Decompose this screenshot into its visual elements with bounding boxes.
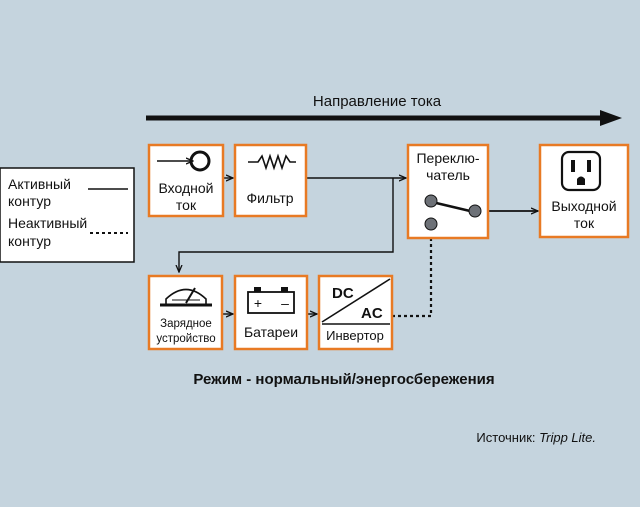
legend: Активный контур Неактивный контур: [0, 167, 135, 263]
connector-filter-charger: [179, 178, 394, 272]
filter-label: Фильтр: [246, 190, 293, 206]
switch-contact-icon: [431, 200, 471, 213]
flow-direction-label: Направление тока: [313, 93, 442, 110]
switch-terminal-icon: [424, 217, 438, 231]
block-output: Выходной ток: [538, 143, 630, 239]
block-charger: Зарядное устройство: [147, 274, 224, 351]
switch-label-2: чатель: [426, 167, 470, 183]
output-label-2: ток: [574, 215, 595, 231]
charger-gauge-icon: [165, 288, 207, 306]
source-credit: Источник: Tripp Lite.: [476, 430, 596, 445]
inverter-ac-label: AC: [361, 305, 383, 322]
battery-minus-sign: –: [281, 295, 289, 311]
mode-caption: Режим - нормальный/энергосбережения: [193, 371, 494, 388]
battery-label: Батареи: [244, 324, 298, 340]
input-label-2: ток: [176, 197, 197, 213]
flow-direction-arrow: [146, 110, 622, 126]
legend-active-label-2: контур: [8, 193, 51, 209]
block-input: Входной ток: [147, 143, 225, 218]
block-switch: Переклю- чатель: [406, 143, 490, 240]
connector-inverter-switch-inactive: [392, 234, 433, 318]
legend-active-label: Активный: [8, 176, 71, 192]
block-inverter: DC AC Инвертор: [317, 274, 394, 351]
source-name: Tripp Lite.: [539, 430, 596, 445]
battery-plus-sign: +: [254, 295, 262, 311]
switch-terminal-icon: [468, 204, 482, 218]
block-filter: Фильтр: [233, 143, 308, 218]
switch-label: Переклю-: [416, 150, 479, 166]
ac-source-icon: [189, 150, 211, 172]
charger-label: Зарядное: [160, 318, 212, 330]
block-battery: + – Батареи: [233, 274, 309, 351]
legend-inactive-label-2: контур: [8, 233, 51, 249]
inverter-dc-label: DC: [332, 285, 354, 302]
output-label: Выходной: [551, 198, 616, 214]
switch-terminal-icon: [424, 194, 438, 208]
battery-icon: [247, 291, 295, 314]
inverter-divider-icon: [321, 278, 391, 323]
legend-inactive-label: Неактивный: [8, 215, 87, 231]
source-prefix: Источник:: [476, 430, 539, 445]
inverter-label: Инвертор: [326, 328, 384, 343]
input-label: Входной: [158, 180, 213, 196]
charger-label-2: устройство: [156, 333, 215, 345]
filter-coil-icon: [248, 153, 296, 171]
